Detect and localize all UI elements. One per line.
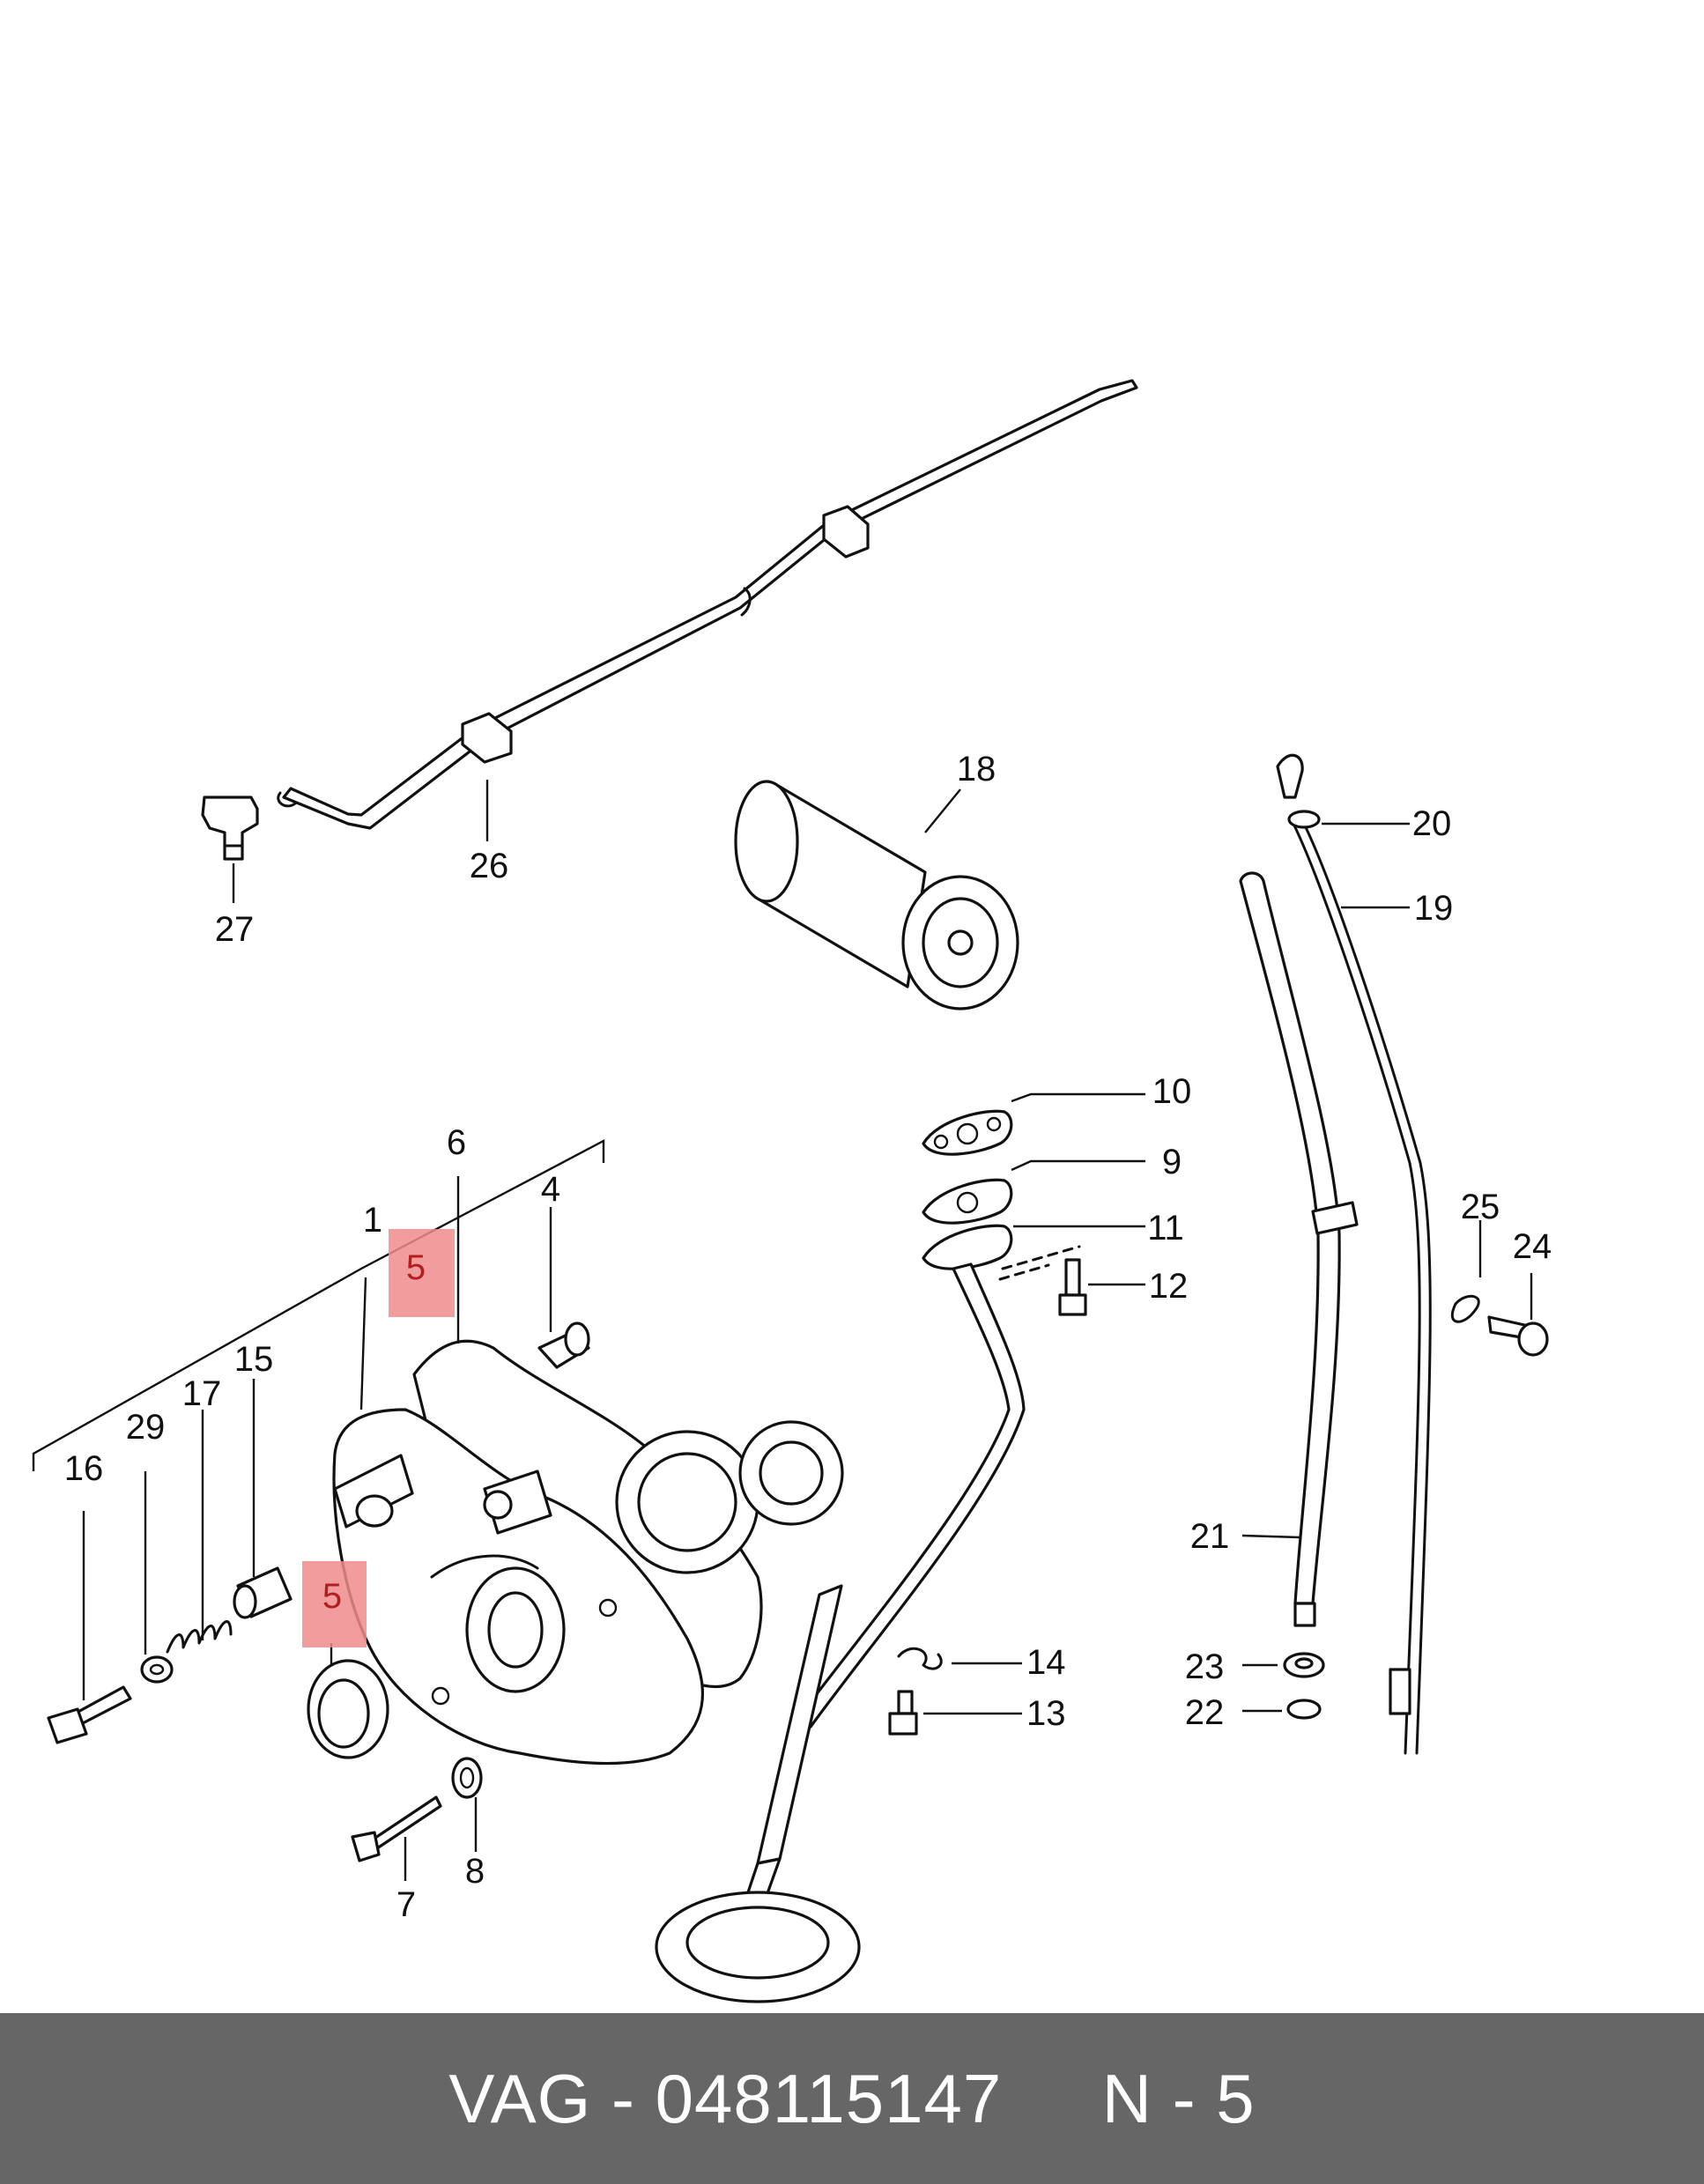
callout-16: 16 [64, 1449, 104, 1488]
callout-19: 19 [1414, 889, 1454, 928]
callout-7: 7 [396, 1885, 416, 1924]
callout-17: 17 [182, 1374, 222, 1413]
callout-1: 1 [363, 1201, 382, 1240]
callout-12: 12 [1149, 1267, 1189, 1306]
callout-26: 26 [470, 847, 509, 885]
highlight-callout-5-lower: 5 [302, 1561, 367, 1647]
bolt-13 [888, 1690, 918, 1736]
shaft-seal-5 [307, 1659, 389, 1759]
part-number-footer: VAG - 048115147 N - 5 [0, 2013, 1704, 2184]
flange-9 [922, 1178, 1013, 1225]
leader-lines [32, 780, 1533, 1881]
callout-9: 9 [1162, 1143, 1182, 1181]
footer-part-number-text: VAG - 048115147 N - 5 [448, 2059, 1256, 2137]
callout-labels: 1 4 6 7 8 9 10 11 12 13 14 15 16 17 18 1… [64, 750, 1552, 1924]
callout-22: 22 [1185, 1693, 1225, 1732]
parts-diagram: 5 5 1 4 6 7 8 9 10 11 12 13 14 15 16 17 … [32, 379, 1552, 2003]
clip-14 [897, 1647, 943, 1670]
guide-tube-21 [1239, 871, 1359, 1627]
callout-11: 11 [1147, 1209, 1184, 1247]
callout-18: 18 [957, 750, 996, 788]
gasket-10 [922, 1109, 1013, 1156]
oil-return-pipe-26 [277, 379, 1138, 830]
gasket-11 [922, 1224, 1081, 1281]
spring-17 [166, 1620, 233, 1654]
seal-22 [1286, 1699, 1322, 1720]
callout-6: 6 [447, 1123, 466, 1162]
callout-21: 21 [1190, 1517, 1230, 1556]
bolt-24 [1487, 1315, 1549, 1357]
callout-13: 13 [1026, 1694, 1066, 1733]
callout-24: 24 [1513, 1227, 1552, 1266]
callout-23: 23 [1185, 1647, 1225, 1686]
washer-8 [451, 1757, 483, 1799]
dipstick-19 [1276, 753, 1432, 1755]
elbow-fitting-27 [201, 796, 259, 861]
plug-4 [537, 1322, 590, 1369]
oil-filter-18 [734, 780, 1019, 1011]
washer-23 [1283, 1652, 1325, 1678]
callout-15: 15 [234, 1340, 274, 1379]
piston-15 [233, 1566, 293, 1619]
bolt-7 [351, 1795, 442, 1862]
plug-bolt-16 [47, 1685, 132, 1744]
drive-gear [615, 1420, 844, 1574]
callout-25: 25 [1461, 1188, 1500, 1226]
bolt-12 [1058, 1258, 1087, 1316]
callout-29: 29 [126, 1408, 166, 1447]
dipstick-seal-20 [1287, 810, 1321, 829]
clip-25 [1450, 1294, 1480, 1323]
callout-4: 4 [541, 1170, 560, 1209]
callout-27: 27 [215, 910, 255, 949]
pickup-pipe [655, 1262, 1026, 2003]
highlight-label: 5 [322, 1577, 342, 1616]
highlight-label: 5 [406, 1248, 426, 1287]
callout-10: 10 [1152, 1072, 1192, 1111]
oil-pump-1 [332, 1408, 705, 1766]
callout-8: 8 [465, 1852, 485, 1891]
highlight-callout-5-upper: 5 [389, 1229, 455, 1317]
callout-20: 20 [1412, 804, 1452, 843]
washer-29 [140, 1655, 174, 1684]
callout-14: 14 [1026, 1643, 1066, 1682]
